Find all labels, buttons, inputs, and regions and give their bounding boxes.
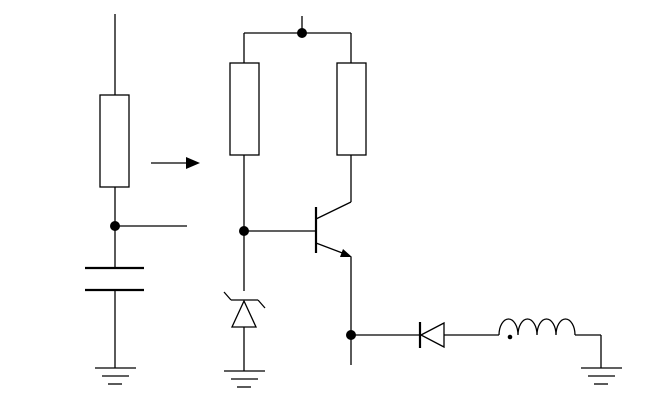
npn-transistor [314,155,352,365]
inductor [498,318,576,340]
zener-triangle [230,299,258,328]
inductor-polarity-dot [507,334,513,340]
left-ground-symbol [95,367,136,385]
diode [418,321,445,349]
collector-resistor [336,62,367,156]
right-arrow-icon [151,157,200,169]
left-resistor [99,94,130,188]
emitter-arrow-icon [340,249,352,257]
transistor-collector [315,201,352,220]
left-rc-network [85,14,187,385]
inductor-coil [498,318,576,336]
zener-diode [223,291,266,371]
transistor-emitter [315,242,346,255]
zener-ground-symbol [224,370,265,388]
right-transistor-circuit [223,16,622,388]
inductor-ground-symbol [581,367,622,385]
diode-triangle [419,321,445,349]
base-resistor [229,62,260,156]
left-capacitor [85,266,144,292]
